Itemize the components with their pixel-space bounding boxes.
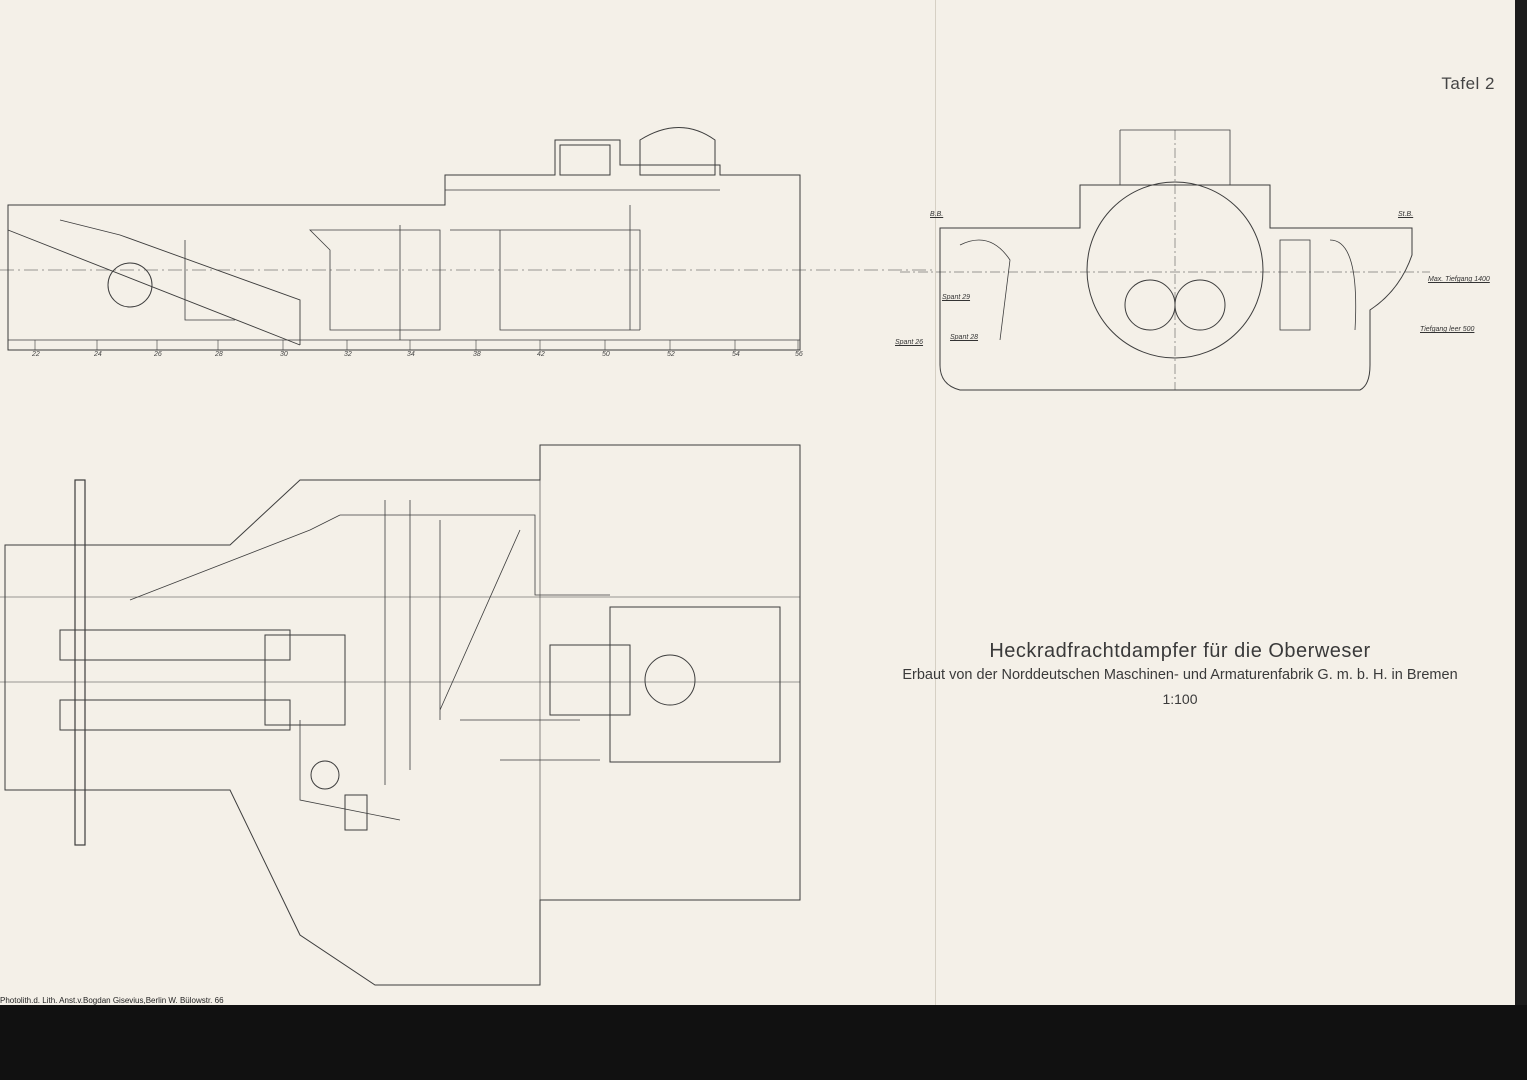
plate-number: Tafel 2 xyxy=(1441,74,1495,93)
side-elevation-view xyxy=(0,127,935,351)
title-block: Heckradfrachtdampfer für die Oberweser E… xyxy=(860,640,1500,707)
light-draft-label: Tiefgang leer 500 xyxy=(1420,326,1475,333)
drawing-title: Heckradfrachtdampfer für die Oberweser xyxy=(989,640,1371,662)
frame-number: 50 xyxy=(602,351,610,358)
drawing-scale: 1:100 xyxy=(1162,691,1198,707)
cross-section-view xyxy=(900,129,1430,391)
frame-number: 38 xyxy=(473,351,481,358)
frame-number: 34 xyxy=(407,351,415,358)
frame-number: 54 xyxy=(732,351,740,358)
frame-label: Spant 28 xyxy=(950,334,979,341)
frame-number: 22 xyxy=(32,351,40,358)
frame-number: 52 xyxy=(667,351,675,358)
frame-number: 56 xyxy=(795,351,803,358)
starboard-label: St.B. xyxy=(1398,211,1414,218)
scan-background-bottom xyxy=(0,1005,1527,1080)
frame-number: 28 xyxy=(215,351,223,358)
drawing-subtitle: Erbaut von der Norddeutschen Maschinen- … xyxy=(902,667,1458,683)
frame-number: 42 xyxy=(537,351,545,358)
max-draft-label: Max. Tiefgang 1400 xyxy=(1428,276,1490,283)
frame-number: 24 xyxy=(94,351,102,358)
frame-label: Spant 29 xyxy=(942,294,971,301)
frame-number: 32 xyxy=(344,351,352,358)
plan-view xyxy=(0,444,801,986)
printer-imprint: Photolith.d. Lith. Anst.v.Bogdan Giseviu… xyxy=(0,996,224,1005)
port-label: B.B. xyxy=(930,211,944,218)
frame-label: Spant 26 xyxy=(895,339,924,346)
technical-drawing xyxy=(0,127,1430,986)
scan-edge-right xyxy=(1515,0,1527,1080)
frame-number: 30 xyxy=(280,351,288,358)
fold-line xyxy=(935,0,936,1005)
frame-number: 26 xyxy=(154,351,162,358)
